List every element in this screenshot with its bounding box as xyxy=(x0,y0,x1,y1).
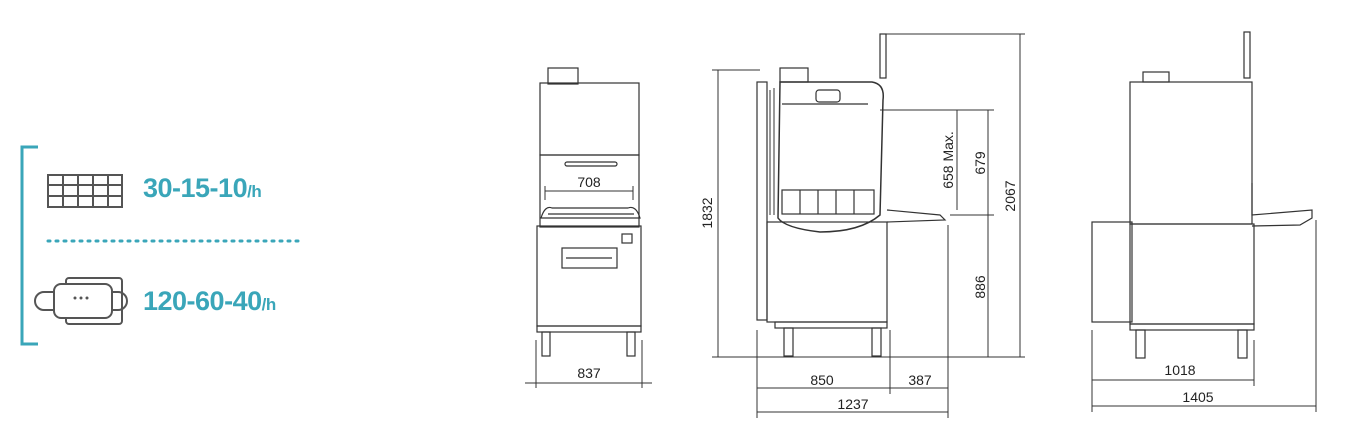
capacity-bracket xyxy=(20,145,38,346)
dim-back-width-total: 1405 xyxy=(1182,389,1213,405)
tray-icon xyxy=(34,277,128,325)
basket-capacity: 30-15-10/h xyxy=(143,173,262,204)
basket-capacity-unit: /h xyxy=(247,182,262,201)
dim-back-width-body: 1018 xyxy=(1164,362,1195,378)
dim-side-height-open: 2067 xyxy=(1002,180,1018,211)
dim-side-height-closed: 1832 xyxy=(699,197,715,228)
side-view xyxy=(712,33,1025,418)
dim-side-work-height: 886 xyxy=(972,275,988,299)
dim-side-opening: 679 xyxy=(972,151,988,175)
dim-side-depth-body: 850 xyxy=(810,372,834,388)
dim-side-depth-table: 387 xyxy=(908,372,932,388)
dim-front-inner-width: 708 xyxy=(577,174,601,190)
dim-side-depth-total: 1237 xyxy=(837,396,868,412)
basket-capacity-value: 30-15-10 xyxy=(143,173,248,203)
capacity-panel xyxy=(20,145,304,346)
back-view xyxy=(1091,31,1317,412)
dim-side-opening-max: 658 Max. xyxy=(940,131,956,189)
tray-capacity-unit: /h xyxy=(261,295,277,314)
dish-rack-icon xyxy=(47,174,123,208)
front-view xyxy=(525,67,652,388)
tray-capacity-value: 120-60-40 xyxy=(143,286,262,316)
dim-front-outer-width: 837 xyxy=(577,365,601,381)
tray-capacity: 120-60-40/h xyxy=(143,286,276,317)
